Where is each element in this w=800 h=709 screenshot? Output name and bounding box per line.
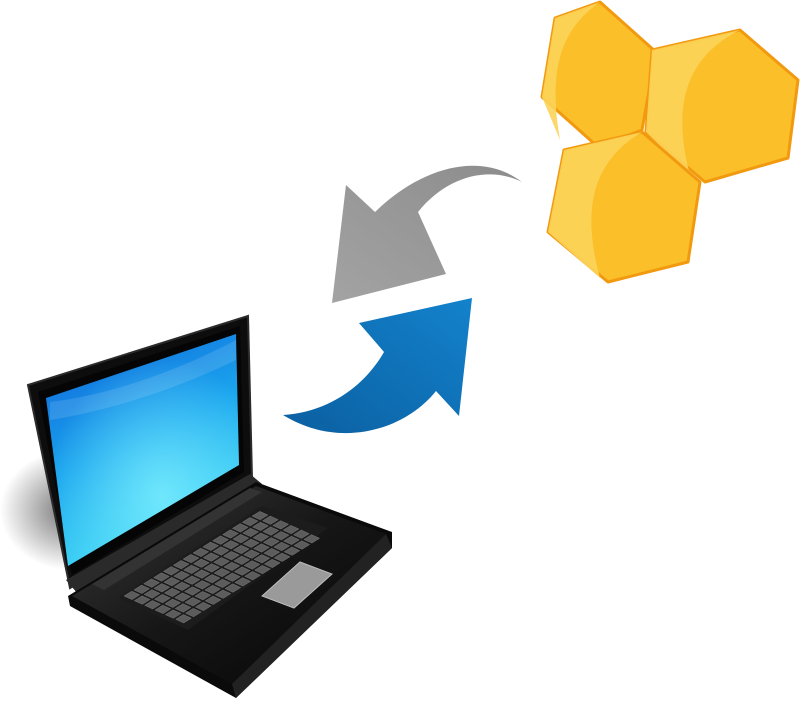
keyboard-key (204, 595, 222, 605)
keyboard-key (133, 584, 151, 594)
laptop-touchpad (261, 561, 333, 609)
keyboard-key (263, 559, 281, 568)
keyboard-key (233, 566, 251, 576)
keyboard-key (303, 534, 321, 544)
keyboard-key (212, 546, 230, 556)
keyboard-key (164, 609, 182, 619)
keyboard-key (251, 511, 269, 521)
keyboard-key (214, 578, 231, 588)
keyboard-key (173, 581, 191, 591)
keyboard-key (272, 531, 290, 541)
honeycomb-cell-right (644, 28, 800, 184)
download-arrow-icon (332, 165, 522, 303)
keyboard-key (253, 554, 271, 564)
honeycomb-icon (540, 0, 800, 284)
laptop-hinge (66, 474, 262, 594)
keyboard-key (192, 547, 210, 557)
keyboard-key (233, 555, 251, 565)
keyboard-key (243, 549, 261, 559)
keyboard-key (174, 603, 192, 613)
keyboard-key (194, 602, 212, 611)
keyboard-key (273, 552, 291, 562)
keyboard-key (193, 569, 211, 579)
keyboard-key (223, 561, 241, 571)
keyboard-key (252, 532, 270, 542)
keyboard-key (262, 526, 280, 536)
laptop-speaker-strip (92, 488, 262, 590)
laptop-icon (0, 314, 392, 698)
keyboard-key (153, 583, 171, 593)
keyboard-key (252, 521, 269, 531)
keyboard-key (144, 600, 161, 610)
keyboard-key (222, 529, 239, 539)
keyboard-key (163, 588, 181, 597)
honeycomb-cell-top (540, 0, 658, 149)
keyboard-key (202, 541, 220, 551)
keyboard-key (272, 520, 290, 530)
keyboard-key (163, 577, 181, 587)
keyboard-key (223, 572, 241, 582)
honeycomb-cell-bottom (546, 130, 702, 284)
keyboard-key (164, 598, 182, 608)
keyboard-key (123, 590, 141, 600)
keyboard-key (222, 540, 240, 550)
keyboard-key (283, 535, 300, 545)
keyboard-key (203, 563, 221, 573)
keyboard-key (193, 580, 211, 590)
keyboard-key (153, 594, 171, 604)
keyboard-key (244, 571, 261, 581)
keyboard-key (292, 529, 310, 539)
keyboard-key (242, 528, 260, 537)
keyboard-key (262, 537, 280, 547)
keyboard-key (174, 592, 192, 602)
keyboard-key (175, 614, 192, 624)
keyboard-key (182, 554, 200, 564)
keyboard-key (283, 546, 301, 556)
keyboard-key (234, 577, 252, 587)
keyboard-key (232, 534, 250, 544)
keyboard-key (273, 542, 291, 551)
keyboard-key (143, 589, 161, 599)
keyboard-key (153, 572, 170, 582)
keyboard-key (242, 538, 260, 548)
keyboard-key (282, 525, 300, 535)
keyboard-key (143, 578, 161, 588)
keyboard-key (263, 548, 281, 558)
keyboard-key (224, 583, 242, 593)
keyboard-key (231, 523, 249, 533)
keyboard-key (202, 552, 220, 562)
laptop-screen (46, 334, 239, 566)
keyboard-key (194, 591, 212, 601)
keyboard-key (154, 604, 172, 614)
keyboard-key (192, 558, 210, 568)
keyboard-key (212, 535, 230, 545)
keyboard-key (214, 589, 232, 599)
upload-arrow-icon (283, 298, 472, 434)
keyboard-key (183, 564, 200, 574)
keyboard-key (183, 575, 201, 585)
keyboard-key (172, 560, 190, 570)
keyboard-key (243, 560, 261, 570)
keyboard-key (162, 566, 180, 576)
keyboard-key (213, 557, 230, 567)
laptop-keyboard (118, 506, 328, 630)
keyboard-key (133, 595, 151, 605)
keyboard-key (173, 571, 191, 580)
keyboard-key (184, 597, 202, 607)
keyboard-key (232, 545, 250, 554)
keyboard-key (203, 574, 221, 584)
keyboard-key (222, 551, 240, 561)
keyboard-key (293, 540, 311, 550)
keyboard-key (184, 608, 202, 618)
keyboard-key (184, 586, 201, 596)
keyboard-key (253, 543, 270, 553)
keyboard-key (253, 565, 271, 575)
keyboard-key (204, 585, 222, 594)
keyboard-key (261, 515, 279, 525)
keyboard-key (241, 517, 259, 527)
keyboard-key (213, 568, 231, 578)
